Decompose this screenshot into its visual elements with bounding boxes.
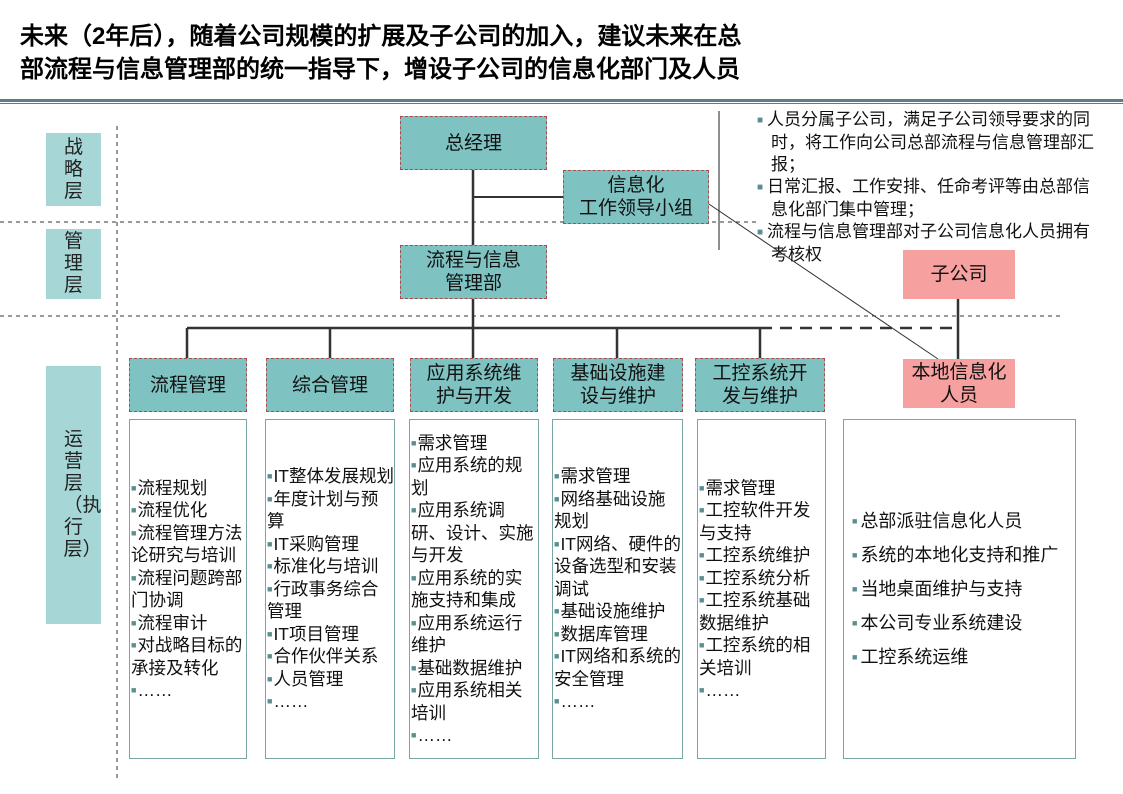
panel-infrastructure: 需求管理 网络基础设施规划 IT网络、硬件的设备选型和安装调试 基础设施维护 数…	[552, 419, 683, 759]
list-item: 工控系统分析	[699, 567, 825, 590]
node-local-it-staff: 本地信息化 人员	[903, 359, 1015, 408]
note-item: 日常汇报、工作安排、任命考评等由总部信息化部门集中管理；	[757, 176, 1097, 221]
list-item: 应用系统的规划	[411, 454, 538, 499]
list-item: IT项目管理	[267, 623, 394, 646]
note-item: 人员分属子公司，满足子公司领导要求的同时，将工作向公司总部流程与信息管理部汇报；	[757, 109, 1097, 176]
list-item: 网络基础设施规划	[554, 488, 682, 533]
list-item: 流程问题跨部门协调	[131, 567, 246, 612]
list-item: 流程规划	[131, 477, 246, 500]
list-item: 需求管理	[554, 465, 682, 488]
list-item: IT网络和系统的安全管理	[554, 645, 682, 690]
list-item: 应用系统的实施支持和集成	[411, 567, 538, 612]
list-item: 工控软件开发与支持	[699, 499, 825, 544]
title-line-1: 未来（2年后），随着公司规模的扩展及子公司的加入，建议未来在总	[20, 23, 742, 50]
node-subsidiary-label: 子公司	[930, 264, 988, 285]
list-item: 对战略目标的承接及转化	[131, 634, 246, 679]
list-item: 年度计划与预算	[267, 488, 394, 533]
layer-management-label: 管理层	[63, 231, 83, 296]
panel-application-systems: 需求管理 应用系统的规划 应用系统调研、设计、实施与开发 应用系统的实施支持和集…	[409, 419, 539, 759]
panel-process-management: 流程规划 流程优化 流程管理方法论研究与培训 流程问题跨部门协调 流程审计 对战…	[129, 419, 247, 759]
list-item: 工控系统基础数据维护	[699, 589, 825, 634]
node-local-it-line1: 本地信息化	[911, 361, 1007, 383]
list-item: 行政事务综合管理	[267, 578, 394, 623]
page-title: 未来（2年后），随着公司规模的扩展及子公司的加入，建议未来在总 部流程与信息管理…	[20, 20, 1080, 86]
node-general-manager-label: 总经理	[444, 132, 502, 154]
list-item: 本公司专业系统建设	[852, 606, 1075, 640]
list-item: ……	[267, 690, 394, 713]
dept-label: 综合管理	[291, 374, 368, 396]
list-item: 工控系统的相关培训	[699, 634, 825, 679]
dept-infrastructure: 基础设施建设与维护	[553, 358, 683, 412]
notes-list: 人员分属子公司，满足子公司领导要求的同时，将工作向公司总部流程与信息管理部汇报；…	[757, 109, 1097, 266]
list-item: ……	[131, 679, 246, 702]
dept-process-management: 流程管理	[129, 358, 247, 412]
list-item: 合作伙伴关系	[267, 645, 394, 668]
layer-operation: 运营层（执行层）	[46, 366, 102, 624]
list-item: ……	[411, 724, 538, 747]
dept-application-systems: 应用系统维护与开发	[410, 358, 538, 412]
layer-operation-label: 运营层（执行层）	[63, 429, 102, 560]
dept-label: 基础设施建设与维护	[570, 363, 666, 407]
note-item: 流程与信息管理部对子公司信息化人员拥有考核权	[757, 221, 1097, 266]
title-rule	[0, 99, 1123, 102]
node-it-group-line1: 信息化	[607, 175, 665, 196]
dept-label: 应用系统维护与开发	[426, 363, 522, 407]
list-item: IT网络、硬件的设备选型和安装调试	[554, 533, 682, 601]
node-it-leading-group: 信息化 工作领导小组	[563, 170, 709, 224]
dept-industrial-control: 工控系统开发与维护	[695, 358, 825, 412]
node-general-manager: 总经理	[400, 116, 547, 170]
dept-label: 工控系统开发与维护	[712, 363, 808, 407]
list-item: 基础数据维护	[411, 657, 538, 680]
list-item: ……	[699, 679, 825, 702]
node-local-it-line2: 人员	[939, 384, 978, 406]
list-item: ……	[554, 690, 682, 713]
list-item: 需求管理	[699, 477, 825, 500]
list-item: 标准化与培训	[267, 555, 394, 578]
list-item: 应用系统相关培训	[411, 679, 538, 724]
title-line-2: 部流程与信息管理部的统一指导下，增设子公司的信息化部门及人员	[20, 56, 740, 83]
dept-label: 流程管理	[149, 374, 226, 396]
title-rule-thin	[0, 103, 1123, 104]
layer-strategy-label: 战略层	[63, 136, 83, 202]
list-item: 系统的本地化支持和推广	[852, 538, 1075, 572]
layer-strategy: 战略层	[46, 133, 101, 206]
list-item: 工控系统维护	[699, 544, 825, 567]
dept-general-management: 综合管理	[266, 358, 394, 412]
node-it-group-line2: 工作领导小组	[578, 198, 693, 219]
list-item: 总部派驻信息化人员	[852, 504, 1075, 538]
list-item: 工控系统运维	[852, 640, 1075, 674]
panel-industrial-control: 需求管理 工控软件开发与支持 工控系统维护 工控系统分析 工控系统基础数据维护 …	[697, 419, 826, 759]
list-item: 当地桌面维护与支持	[852, 572, 1075, 606]
list-item: 人员管理	[267, 668, 394, 691]
list-item: 流程审计	[131, 612, 246, 635]
list-item: 基础设施维护	[554, 600, 682, 623]
list-item: 需求管理	[411, 432, 538, 455]
list-item: 流程优化	[131, 499, 246, 522]
panel-local-it: 总部派驻信息化人员 系统的本地化支持和推广 当地桌面维护与支持 本公司专业系统建…	[843, 419, 1076, 759]
node-process-dept-line1: 流程与信息	[425, 250, 521, 271]
list-item: 数据库管理	[554, 623, 682, 646]
list-item: 流程管理方法论研究与培训	[131, 522, 246, 567]
list-item: 应用系统调研、设计、实施与开发	[411, 499, 538, 567]
list-item: IT采购管理	[267, 533, 394, 556]
node-process-dept-line2: 管理部	[444, 273, 502, 294]
node-process-info-dept: 流程与信息 管理部	[400, 245, 547, 299]
layer-management: 管理层	[46, 229, 101, 299]
list-item: IT整体发展规划	[267, 465, 394, 488]
panel-general-management: IT整体发展规划 年度计划与预算 IT采购管理 标准化与培训 行政事务综合管理 …	[265, 419, 395, 759]
list-item: 应用系统运行维护	[411, 612, 538, 657]
